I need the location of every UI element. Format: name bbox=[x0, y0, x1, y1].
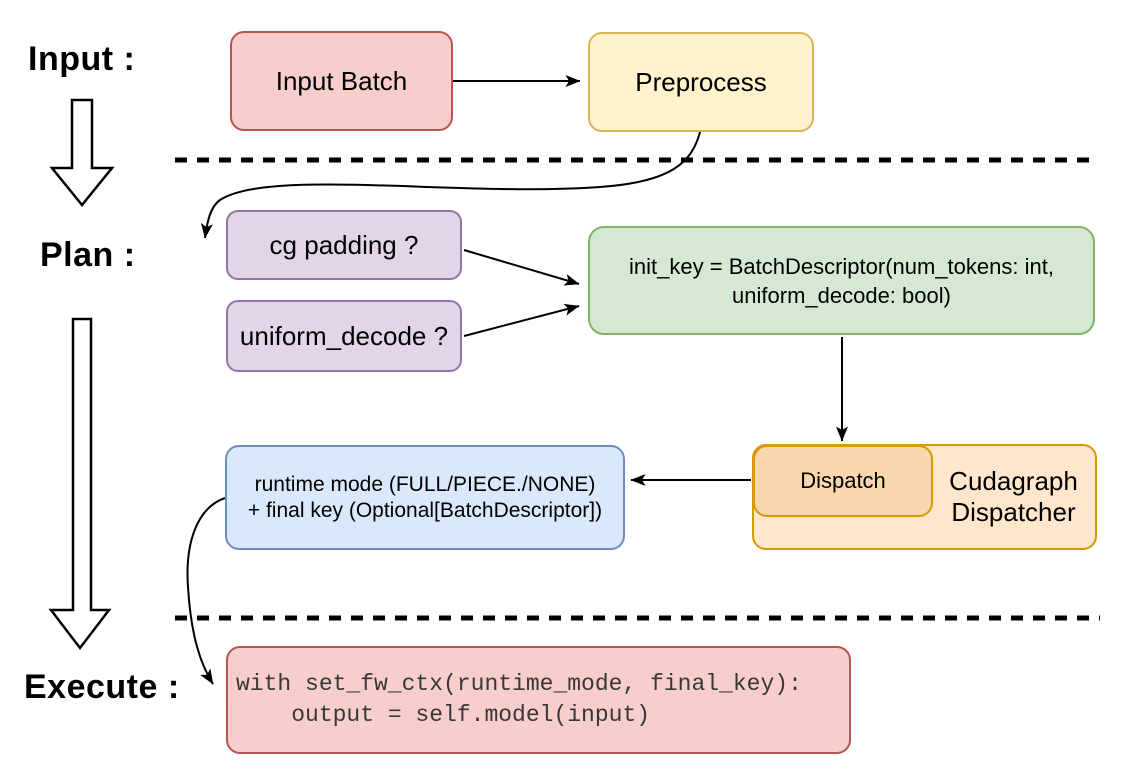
node-dispatch-label: Dispatch bbox=[800, 468, 886, 493]
node-execute-code-line2: output = self.model(input) bbox=[236, 702, 651, 728]
arrow-uniformdecode-to-initkey bbox=[463, 303, 580, 337]
phase-arrow-input-to-plan-icon bbox=[49, 98, 115, 207]
node-init-key-line2: uniform_decode: bool) bbox=[732, 282, 951, 308]
node-cg-padding: cg padding ? bbox=[226, 210, 462, 280]
node-execute-code-line1: with set_fw_ctx(runtime_mode, final_key)… bbox=[236, 671, 802, 697]
node-input-batch: Input Batch bbox=[230, 31, 453, 131]
phase-label-execute: Execute : bbox=[24, 668, 180, 706]
node-input-batch-label: Input Batch bbox=[275, 65, 408, 96]
node-uniform-decode: uniform_decode ? bbox=[226, 300, 462, 372]
node-preprocess: Preprocess bbox=[588, 32, 814, 132]
phase-label-plan: Plan : bbox=[40, 236, 136, 274]
node-execute-code: with set_fw_ctx(runtime_mode, final_key)… bbox=[226, 646, 851, 754]
node-cudagraph-dispatcher-line2: Dispatcher bbox=[951, 497, 1076, 527]
node-runtime-mode: runtime mode (FULL/PIECE./NONE) + final … bbox=[225, 445, 625, 550]
node-preprocess-label: Preprocess bbox=[635, 66, 767, 97]
node-dispatch: Dispatch bbox=[753, 445, 933, 517]
node-cudagraph-dispatcher-line1: Cudagraph bbox=[949, 466, 1078, 496]
node-runtime-mode-line2: + final key (Optional[BatchDescriptor]) bbox=[247, 498, 603, 522]
phase-label-input: Input : bbox=[28, 40, 136, 78]
node-cg-padding-label: cg padding ? bbox=[269, 229, 419, 260]
phase-arrow-plan-to-execute-icon bbox=[48, 317, 112, 651]
node-init-key-line1: init_key = BatchDescriptor(num_tokens: i… bbox=[629, 253, 1054, 279]
node-init-key: init_key = BatchDescriptor(num_tokens: i… bbox=[588, 226, 1095, 335]
node-cudagraph-dispatcher-label-group: Cudagraph Dispatcher bbox=[930, 453, 1097, 541]
arrow-runtimemode-to-executecode bbox=[186, 497, 226, 685]
arrow-cgpadding-to-initkey bbox=[463, 249, 580, 286]
node-uniform-decode-label: uniform_decode ? bbox=[239, 320, 449, 351]
node-runtime-mode-line1: runtime mode (FULL/PIECE./NONE) bbox=[254, 472, 596, 496]
